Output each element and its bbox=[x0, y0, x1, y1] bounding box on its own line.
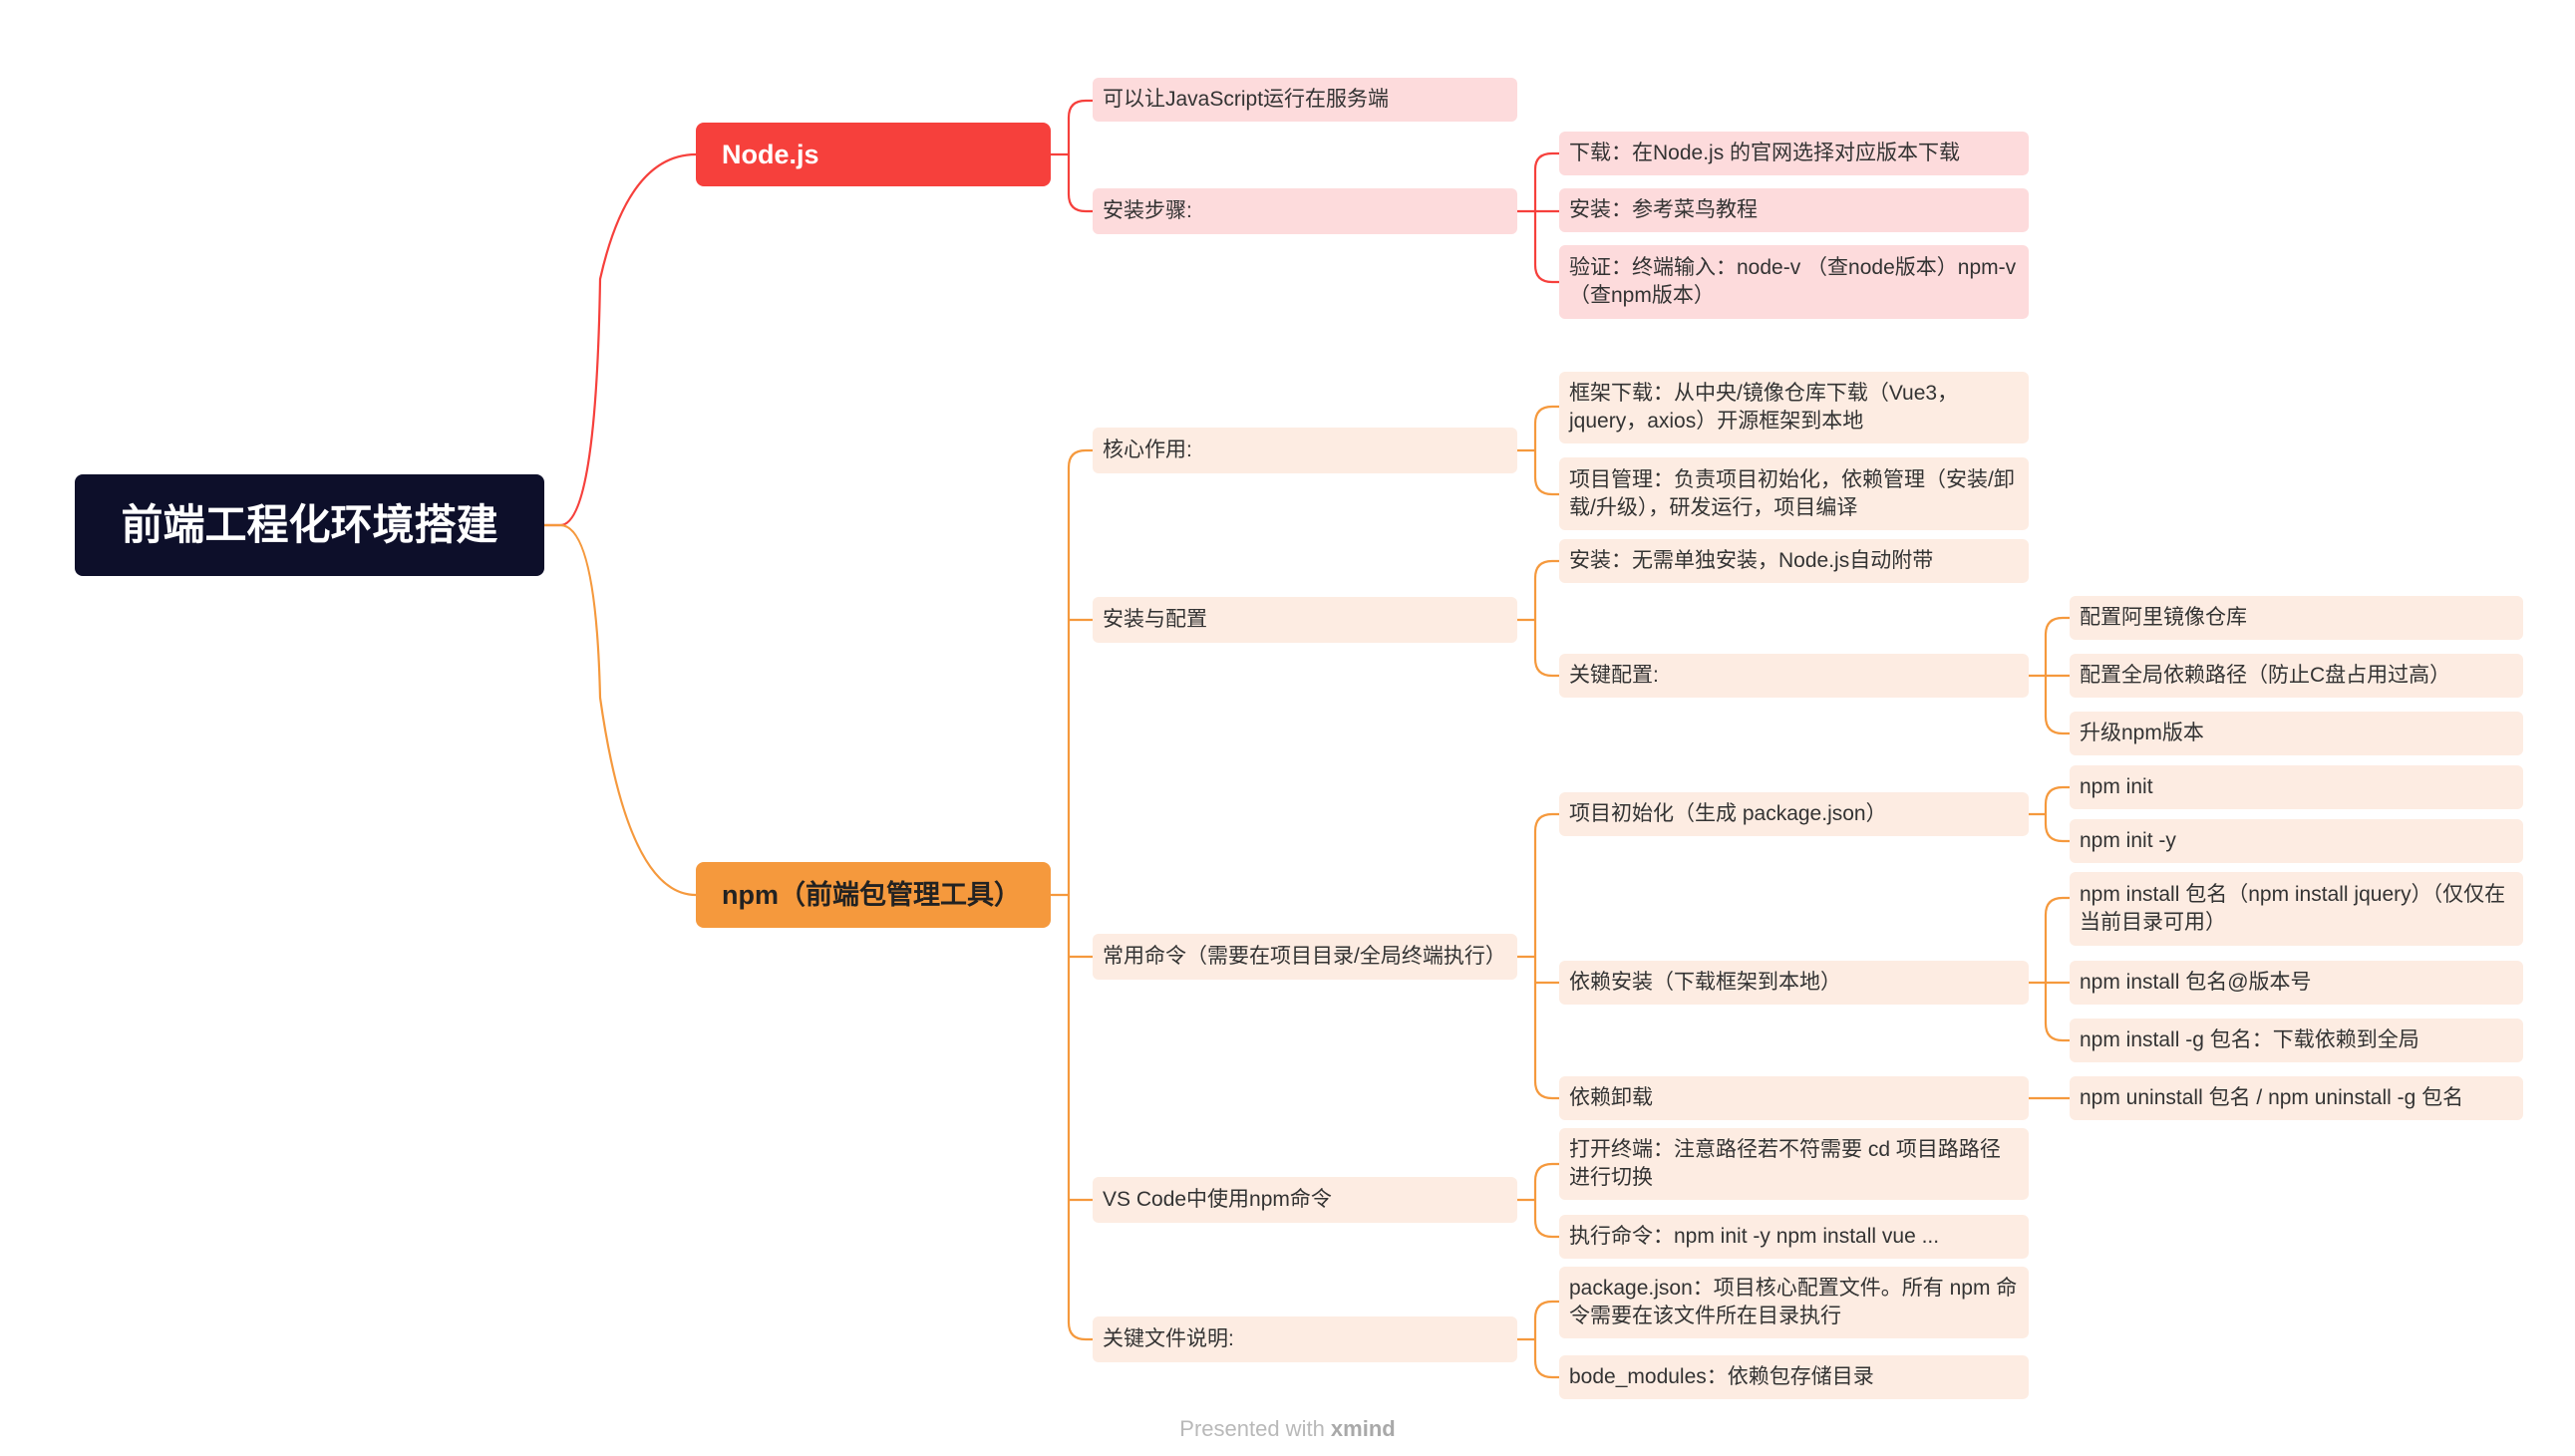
step-install-text: 安装：参考菜鸟教程 bbox=[1569, 198, 1758, 221]
nodejs-step-verify[interactable]: 验证：终端输入：node-v （查node版本）npm-v（查npm版本） bbox=[1559, 245, 2029, 319]
npm-core[interactable]: 核心作用: bbox=[1093, 428, 1517, 473]
npm-setup[interactable]: 安装与配置 bbox=[1093, 597, 1517, 643]
cmd-uninstall[interactable]: 依赖卸载 bbox=[1559, 1076, 2029, 1120]
step-verify-text: 验证：终端输入：node-v （查node版本）npm-v（查npm版本） bbox=[1569, 256, 2017, 307]
cmd-install-text: 依赖安装（下载框架到本地） bbox=[1569, 971, 1841, 994]
branch-npm[interactable]: npm（前端包管理工具） bbox=[696, 862, 1051, 928]
cmd-init[interactable]: 项目初始化（生成 package.json） bbox=[1559, 792, 2029, 836]
cmd-init-item-0[interactable]: npm init bbox=[2070, 765, 2523, 809]
nodejs-step-download[interactable]: 下载：在Node.js 的官网选择对应版本下载 bbox=[1559, 132, 2029, 175]
cmd-init-item-0-text: npm init bbox=[2080, 775, 2153, 798]
npm-files[interactable]: 关键文件说明: bbox=[1093, 1316, 1517, 1362]
npm-vscode[interactable]: VS Code中使用npm命令 bbox=[1093, 1177, 1517, 1223]
setup-install-text: 安装：无需单独安装，Node.js自动附带 bbox=[1569, 549, 1934, 572]
nodejs-install-text: 安装步骤: bbox=[1103, 199, 1192, 222]
nodejs-desc[interactable]: 可以让JavaScript运行在服务端 bbox=[1093, 78, 1517, 122]
files-modules-text: bode_modules：依赖包存储目录 bbox=[1569, 1365, 1874, 1388]
vscode-exec[interactable]: 执行命令：npm init -y npm install vue ... bbox=[1559, 1215, 2029, 1259]
setup-install[interactable]: 安装：无需单独安装，Node.js自动附带 bbox=[1559, 539, 2029, 583]
cmd-uninstall-item-text: npm uninstall 包名 / npm uninstall -g 包名 bbox=[2080, 1086, 2464, 1109]
link-root-npm bbox=[544, 523, 697, 897]
config-upgrade[interactable]: 升级npm版本 bbox=[2070, 712, 2523, 755]
cmd-install-item-2[interactable]: npm install -g 包名：下载依赖到全局 bbox=[2070, 1019, 2523, 1062]
branch-nodejs[interactable]: Node.js bbox=[696, 123, 1051, 186]
root-title: 前端工程化环境搭建 bbox=[121, 501, 498, 548]
vscode-terminal[interactable]: 打开终端：注意路径若不符需要 cd 项目路路径进行切换 bbox=[1559, 1128, 2029, 1200]
config-mirror[interactable]: 配置阿里镜像仓库 bbox=[2070, 596, 2523, 640]
config-upgrade-text: 升级npm版本 bbox=[2080, 722, 2204, 744]
npm-files-text: 关键文件说明: bbox=[1103, 1327, 1234, 1350]
link-root-nodejs bbox=[544, 152, 697, 527]
core-item-download-text: 框架下载：从中央/镜像仓库下载（Vue3，jquery，axios）开源框架到本… bbox=[1569, 382, 1959, 433]
cmd-install-item-0-text: npm install 包名（npm install jquery）（仅仅在当前… bbox=[2080, 883, 2506, 934]
cmd-uninstall-item[interactable]: npm uninstall 包名 / npm uninstall -g 包名 bbox=[2070, 1076, 2523, 1120]
links-nodejs bbox=[1051, 99, 1559, 284]
npm-vscode-text: VS Code中使用npm命令 bbox=[1103, 1188, 1332, 1211]
nodejs-install[interactable]: 安装步骤: bbox=[1093, 188, 1517, 234]
footer-brand: xmind bbox=[1330, 1416, 1396, 1441]
setup-config-text: 关键配置: bbox=[1569, 664, 1659, 687]
links-npm bbox=[1051, 405, 2070, 1379]
cmd-init-text: 项目初始化（生成 package.json） bbox=[1569, 802, 1887, 825]
cmd-install-item-1-text: npm install 包名@版本号 bbox=[2080, 971, 2312, 994]
config-global-path-text: 配置全局依赖路径（防止C盘占用过高） bbox=[2080, 664, 2451, 687]
npm-commands[interactable]: 常用命令（需要在项目目录/全局终端执行） bbox=[1093, 934, 1517, 980]
core-item-manage-text: 项目管理：负责项目初始化，依赖管理（安装/卸载/升级），研发运行，项目编译 bbox=[1569, 467, 2015, 519]
branch-nodejs-label: Node.js bbox=[722, 140, 819, 169]
npm-commands-text: 常用命令（需要在项目目录/全局终端执行） bbox=[1103, 945, 1506, 968]
config-mirror-text: 配置阿里镜像仓库 bbox=[2080, 606, 2247, 629]
step-download-text: 下载：在Node.js 的官网选择对应版本下载 bbox=[1569, 142, 1961, 164]
core-item-manage[interactable]: 项目管理：负责项目初始化，依赖管理（安装/卸载/升级），研发运行，项目编译 bbox=[1559, 457, 2029, 530]
files-modules[interactable]: bode_modules：依赖包存储目录 bbox=[1559, 1355, 2029, 1399]
config-global-path[interactable]: 配置全局依赖路径（防止C盘占用过高） bbox=[2070, 654, 2523, 698]
branch-npm-label: npm（前端包管理工具） bbox=[722, 880, 1021, 910]
npm-setup-text: 安装与配置 bbox=[1103, 608, 1207, 631]
files-package-json-text: package.json：项目核心配置文件。所有 npm 命令需要在该文件所在目… bbox=[1569, 1277, 2018, 1327]
cmd-init-item-1-text: npm init -y bbox=[2080, 829, 2176, 852]
vscode-exec-text: 执行命令：npm init -y npm install vue ... bbox=[1569, 1225, 1940, 1248]
cmd-uninstall-text: 依赖卸载 bbox=[1569, 1086, 1653, 1109]
cmd-install-item-1[interactable]: npm install 包名@版本号 bbox=[2070, 961, 2523, 1005]
vscode-terminal-text: 打开终端：注意路径若不符需要 cd 项目路路径进行切换 bbox=[1569, 1138, 2001, 1189]
nodejs-step-install[interactable]: 安装：参考菜鸟教程 bbox=[1559, 188, 2029, 232]
nodejs-desc-text: 可以让JavaScript运行在服务端 bbox=[1103, 88, 1390, 111]
core-item-download[interactable]: 框架下载：从中央/镜像仓库下载（Vue3，jquery，axios）开源框架到本… bbox=[1559, 372, 2029, 443]
setup-config[interactable]: 关键配置: bbox=[1559, 654, 2029, 698]
cmd-install[interactable]: 依赖安装（下载框架到本地） bbox=[1559, 961, 2029, 1005]
cmd-init-item-1[interactable]: npm init -y bbox=[2070, 819, 2523, 863]
cmd-install-item-0[interactable]: npm install 包名（npm install jquery）（仅仅在当前… bbox=[2070, 872, 2523, 946]
files-package-json[interactable]: package.json：项目核心配置文件。所有 npm 命令需要在该文件所在目… bbox=[1559, 1267, 2029, 1338]
cmd-install-item-2-text: npm install -g 包名：下载依赖到全局 bbox=[2080, 1028, 2419, 1051]
npm-core-text: 核心作用: bbox=[1103, 438, 1192, 461]
footer-prefix: Presented with bbox=[1179, 1416, 1331, 1441]
footer-watermark: Presented with xmind bbox=[0, 1416, 2575, 1442]
root-topic[interactable]: 前端工程化环境搭建 bbox=[75, 474, 544, 576]
